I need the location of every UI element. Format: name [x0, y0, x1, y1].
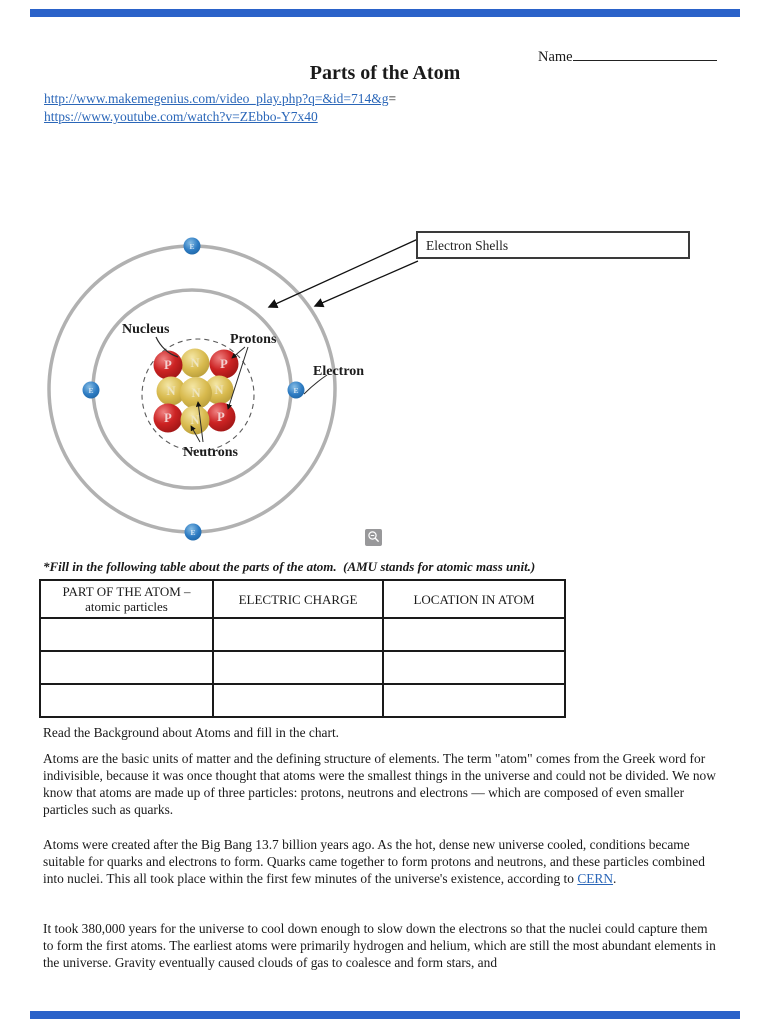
parts-of-atom-table: PART OF THE ATOM –atomic particles ELECT…	[39, 579, 566, 718]
table-header-row: PART OF THE ATOM –atomic particles ELECT…	[39, 579, 566, 619]
electron-ball	[184, 523, 202, 541]
electron-symbol: E	[293, 386, 298, 395]
header-part-line2: atomic particles	[85, 599, 168, 614]
empty-cell[interactable]	[212, 650, 384, 685]
name-label: Name	[538, 49, 573, 65]
atom-diagram: N P P N N N P P N E E E E Nucleus Proton…	[47, 231, 690, 546]
nucleus-particles: N P P N N N P P N	[153, 348, 239, 435]
electron-symbol: E	[190, 528, 195, 537]
neutron-ball	[156, 376, 186, 406]
page-title: Parts of the Atom	[309, 62, 461, 84]
electron-shells-callout-box	[416, 231, 690, 259]
paragraph-big-bang: Atoms were created after the Big Bang 13…	[43, 836, 719, 887]
table-row	[39, 650, 566, 685]
proton-ball	[209, 349, 239, 379]
top-edge-bar	[30, 9, 740, 17]
link-row-2: https://www.youtube.com/watch?v=ZEbbo-Y7…	[44, 108, 396, 126]
empty-cell[interactable]	[382, 617, 566, 652]
header-part-line1: PART OF THE ATOM –	[62, 584, 191, 599]
neutron-symbol: N	[214, 383, 223, 397]
neutrons-pointer-line	[195, 401, 204, 443]
table-instruction: *Fill in the following table about the p…	[43, 559, 536, 574]
electron-shells-arrow	[313, 260, 419, 308]
paragraph-first-atoms: It took 380,000 years for the universe t…	[43, 921, 716, 970]
name-blank-field[interactable]	[572, 46, 717, 61]
neutron-symbol: N	[190, 413, 199, 427]
cern-link[interactable]: CERN	[577, 871, 614, 886]
bottom-edge-bar	[30, 1011, 740, 1019]
protons-label: Protons	[230, 332, 277, 347]
proton-symbol: P	[220, 357, 228, 371]
electron-shells-label: Electron Shells	[426, 238, 508, 253]
electron-symbol: E	[88, 386, 93, 395]
empty-cell[interactable]	[39, 650, 214, 685]
proton-ball	[153, 350, 183, 380]
makemegenius-link[interactable]: http://www.makemegenius.com/video_play.p…	[44, 91, 389, 106]
name-line: Name	[538, 46, 717, 66]
video-links: http://www.makemegenius.com/video_play.p…	[44, 90, 396, 126]
empty-cell[interactable]	[382, 683, 566, 718]
electron-ball	[287, 381, 305, 399]
neutron-symbol: N	[191, 386, 200, 400]
neutron-ball	[180, 405, 210, 435]
proton-ball	[153, 403, 183, 433]
empty-cell[interactable]	[382, 650, 566, 685]
zoom-icon[interactable]	[365, 529, 382, 546]
proton-symbol: P	[164, 358, 172, 372]
electron-symbol: E	[189, 242, 194, 251]
p2-text-before: Atoms were created after the Big Bang 13…	[43, 837, 705, 886]
nucleus-label: Nucleus	[122, 322, 170, 337]
empty-cell[interactable]	[39, 683, 214, 718]
header-electric-charge: ELECTRIC CHARGE	[212, 579, 384, 619]
link1-suffix: =	[388, 91, 397, 106]
proton-symbol: P	[217, 410, 225, 424]
youtube-link[interactable]: https://www.youtube.com/watch?v=ZEbbo-Y7…	[44, 109, 318, 124]
table-row	[39, 683, 566, 718]
electron-ball	[82, 381, 100, 399]
protons-pointer-line	[231, 346, 246, 359]
empty-cell[interactable]	[212, 683, 384, 718]
electron-shells-arrow	[267, 238, 419, 308]
nucleus-pointer-line	[155, 336, 179, 358]
neutron-ball	[204, 375, 234, 405]
header-location-in-atom: LOCATION IN ATOM	[382, 579, 566, 619]
p2-text-after: .	[613, 871, 617, 886]
link-row-1: http://www.makemegenius.com/video_play.p…	[44, 90, 396, 108]
proton-symbol: P	[164, 411, 172, 425]
read-background-line: Read the Background about Atoms and fill…	[43, 725, 340, 740]
protons-pointer-line	[226, 346, 249, 410]
table-row	[39, 617, 566, 652]
empty-cell[interactable]	[39, 617, 214, 652]
neutron-symbol: N	[166, 384, 175, 398]
neutron-ball	[180, 377, 212, 409]
electron-label: Electron	[313, 364, 364, 379]
empty-cell[interactable]	[212, 617, 384, 652]
neutrons-pointer-line	[190, 425, 201, 443]
electron-ball	[183, 237, 201, 255]
header-part-of-atom: PART OF THE ATOM –atomic particles	[39, 579, 214, 619]
neutron-symbol: N	[190, 356, 199, 370]
paragraph-atoms-basics: Atoms are the basic units of matter and …	[43, 751, 716, 817]
neutron-ball	[180, 348, 210, 378]
neutrons-label: Neutrons	[183, 445, 239, 460]
electrons: E E E E	[82, 237, 305, 541]
electron-pointer-line	[303, 374, 328, 395]
